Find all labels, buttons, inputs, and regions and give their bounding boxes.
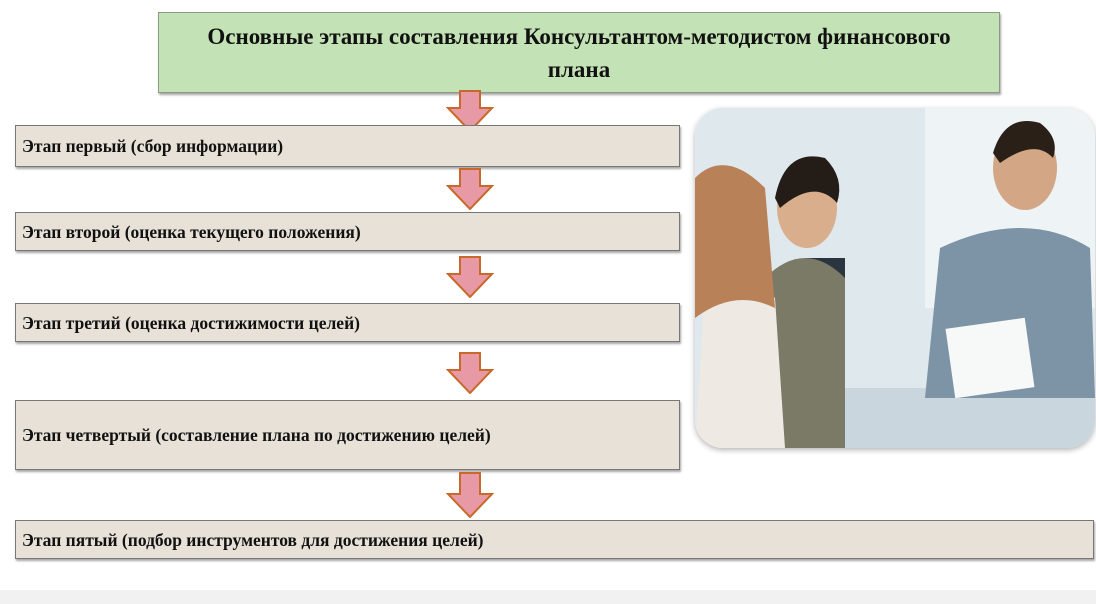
step-label: Этап четвертый (составление плана по дос… <box>22 425 491 445</box>
step-label: Этап третий (оценка достижимости целей) <box>22 312 360 333</box>
down-arrow-icon <box>446 352 494 394</box>
title-text: Основные этапы составления Консультантом… <box>207 23 951 82</box>
step-label: Этап пятый (подбор инструментов для дост… <box>22 529 484 550</box>
step-2: Этап второй (оценка текущего положения) <box>15 212 680 251</box>
down-arrow-icon <box>446 256 494 298</box>
consultation-photo <box>695 108 1095 448</box>
down-arrow-icon <box>446 90 494 132</box>
step-label: Этап первый (сбор информации) <box>22 136 284 156</box>
diagram-title: Основные этапы составления Консультантом… <box>158 12 1000 93</box>
step-5: Этап пятый (подбор инструментов для дост… <box>15 520 1094 559</box>
down-arrow-icon <box>446 168 494 210</box>
step-3: Этап третий (оценка достижимости целей) <box>15 303 680 342</box>
step-1: Этап первый (сбор информации) <box>15 125 680 167</box>
step-4: Этап четвертый (составление плана по дос… <box>15 400 680 470</box>
bottom-bar <box>0 590 1096 604</box>
step-label: Этап второй (оценка текущего положения) <box>22 221 361 242</box>
down-arrow-icon <box>446 472 494 518</box>
